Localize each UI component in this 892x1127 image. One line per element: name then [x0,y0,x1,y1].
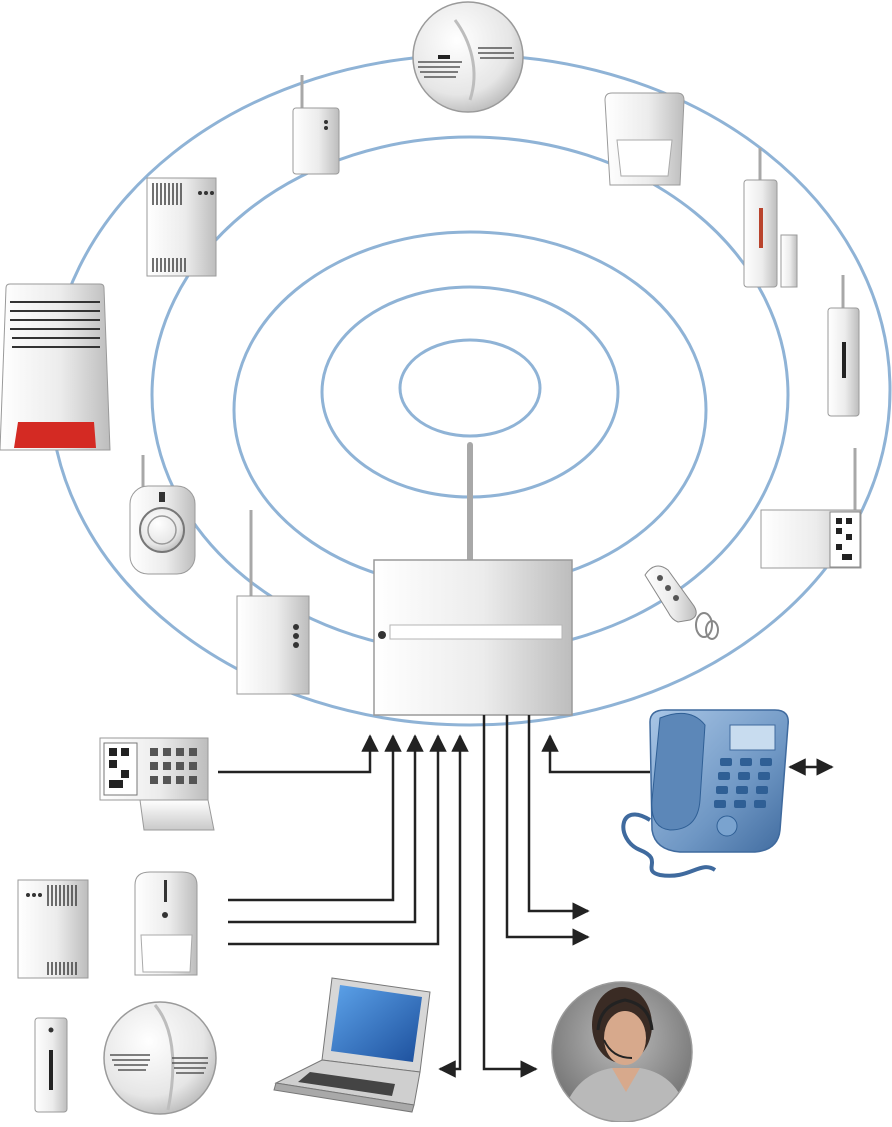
telephone-icon [621,709,789,878]
glass-break-sensor-icon [129,455,196,575]
keypad-connection [218,734,379,774]
output-line-2 [527,715,590,920]
wireless-keypad-module-icon [760,448,862,569]
wave-ring-1 [398,338,542,438]
outdoor-siren-icon [0,283,111,451]
control-panel-icon [373,442,573,716]
wired-wall-module-icon [17,879,89,979]
door-contact-sensor-icon [743,148,798,288]
sensor-connection-2 [228,734,424,924]
slim-transmitter-icon [827,275,860,417]
wired-contact-sensor-icon [34,1017,68,1113]
key-fob-icon [644,565,719,640]
wired-smoke-detector-icon [103,1001,217,1115]
wireless-repeater-icon [236,510,310,695]
wired-connections [218,715,834,1078]
operator-person-icon [551,981,693,1123]
smoke-detector-icon [412,1,524,113]
keypad-icon [99,737,215,831]
sensor-connection-3 [228,734,447,946]
telephone-connection [541,734,650,774]
wall-sensor-module-icon [146,177,217,277]
wired-pir-sensor-icon [134,871,198,976]
laptop-connection [438,734,469,1078]
laptop-icon [273,977,431,1113]
pir-sensor-icon [604,92,685,186]
wireless-transmitter-icon [292,75,340,175]
operator-connection [482,715,538,1078]
sensor-connection-1 [228,734,402,902]
output-line-1 [505,715,590,946]
